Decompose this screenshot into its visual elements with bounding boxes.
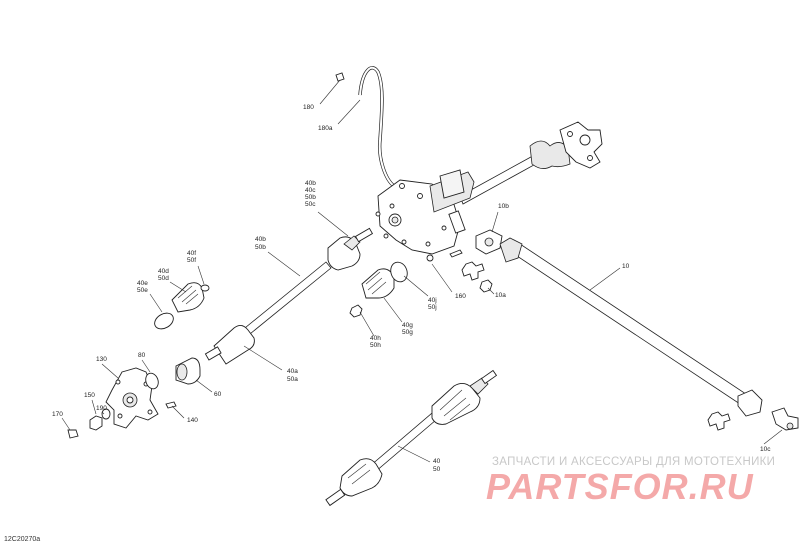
svg-text:50d: 50d [158,275,169,282]
svg-text:150: 150 [84,392,95,399]
svg-text:80: 80 [138,352,146,359]
svg-text:10b: 10b [498,203,509,210]
diagram-code: 12C20270a [4,536,41,543]
svg-text:60: 60 [214,391,222,398]
svg-text:10c: 10c [760,446,771,453]
svg-text:40d: 40d [158,268,169,275]
nut-150: 150 [84,392,103,431]
svg-text:40j: 40j [428,297,437,304]
svg-text:40b: 40b [255,236,266,243]
svg-text:50b: 50b [255,244,266,251]
callout-180a: 180a [318,99,361,132]
boot-kit-right [349,261,408,318]
svg-text:160: 160 [455,293,466,300]
washer-190: 190 [96,405,111,420]
svg-text:50c: 50c [305,201,316,208]
front-differential [375,169,475,262]
propeller-shaft-10: 10 [499,237,763,417]
watermark-tagline: ЗАПЧАСТИ И АКСЕССУАРЫ ДЛЯ МОТОТЕХНИКИ [492,456,776,468]
breather-hose [335,66,396,188]
svg-text:50: 50 [433,466,441,473]
circlip-80: 80 [138,352,159,390]
svg-text:50j: 50j [428,304,437,311]
svg-text:50e: 50e [137,287,148,294]
svg-text:50a: 50a [287,376,298,383]
svg-text:40a: 40a [287,368,298,375]
left-drive-shaft-upper [204,227,374,365]
yoke-10b: 10b [475,203,509,255]
svg-text:40c: 40c [305,187,316,194]
callout-40e-50e: 40e 50e [137,280,163,313]
svg-text:40: 40 [433,458,441,465]
svg-text:10a: 10a [495,292,506,299]
svg-text:50h: 50h [370,342,381,349]
complete-drive-shaft [325,369,498,507]
svg-text:140: 140 [187,417,198,424]
boot-kit-left [154,282,210,330]
svg-text:10: 10 [622,263,630,270]
callout-40b-50b: 40b 50b [255,236,301,277]
wheel-hub-130: 130 [96,356,159,429]
svg-text:40e: 40e [137,280,148,287]
svg-text:50f: 50f [187,257,196,264]
callout-40d-50d: 40d 50d [158,268,187,293]
bolt-140: 140 [165,401,198,424]
svg-text:50g: 50g [402,329,413,336]
bearing-60: 60 [175,357,222,398]
watermark-brand-logo: PARTSFOR.RU [486,466,754,507]
callout-40f-50f: 40f 50f [187,250,205,285]
svg-text:130: 130 [96,356,107,363]
universal-joint-cross-10a: 10a [461,261,506,299]
svg-text:180: 180 [303,104,314,111]
svg-text:40h: 40h [370,335,381,342]
svg-text:50b: 50b [305,194,316,201]
callout-40b-40c-50b-50c: 40b 40c 50b 50c [305,180,349,237]
callout-40a-50a: 40a 50a [243,345,298,383]
svg-text:180a: 180a [318,125,333,132]
callout-180: 180 [303,79,341,111]
callout-40g-50g: 40g 50g [383,297,413,336]
callout-40h-50h: 40h 50h [359,311,381,349]
upper-propeller-shaft [459,121,603,205]
svg-text:170: 170 [52,411,63,418]
callout-40-50: 40 50 [397,445,441,473]
callout-40j-50j: 40j 50j [403,275,437,311]
svg-text:40f: 40f [187,250,196,257]
svg-text:40g: 40g [402,322,413,329]
yoke-10c: 10c [707,407,799,453]
cotter-pin-170: 170 [52,411,79,439]
bolt-160: 160 [431,249,466,300]
svg-text:190: 190 [96,405,107,412]
svg-text:40b: 40b [305,180,316,187]
